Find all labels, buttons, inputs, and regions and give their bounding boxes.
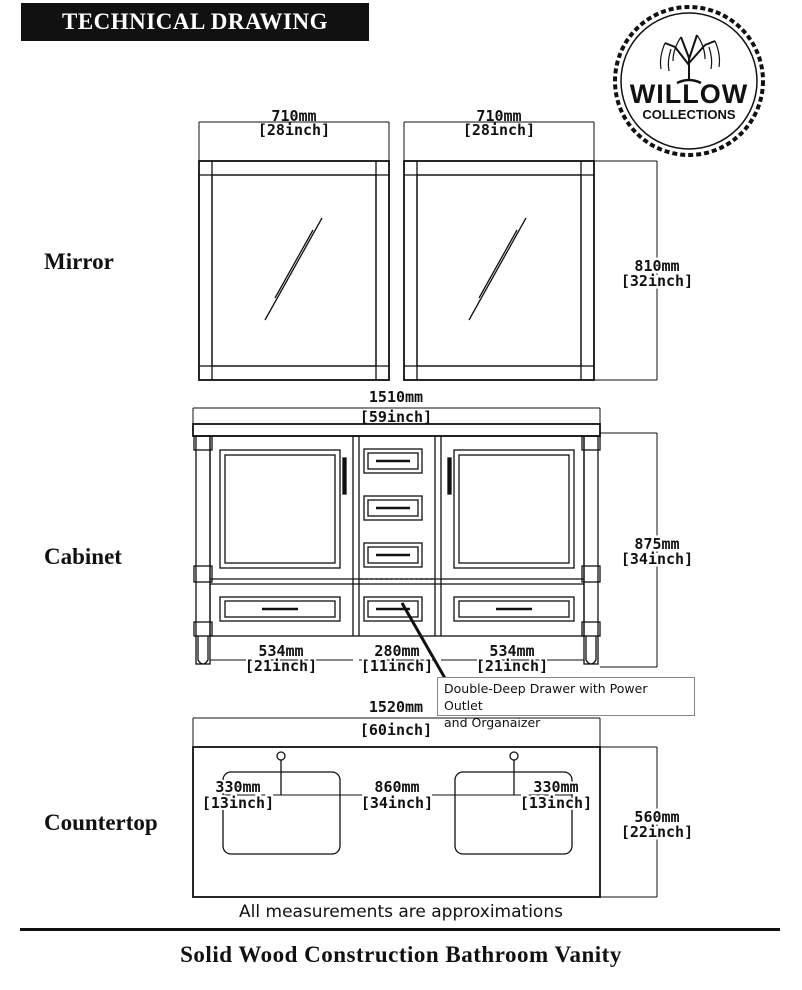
- dim-cabinet-right-in: [21inch]: [476, 657, 548, 675]
- approximation-note: All measurements are approximations: [239, 902, 563, 922]
- mirror-right: [403, 160, 595, 381]
- dim-between-mm: 860mm: [374, 778, 419, 796]
- cabinet-body: [192, 407, 601, 665]
- logo-sub: COLLECTIONS: [642, 107, 736, 122]
- label-mirror: Mirror: [44, 249, 114, 274]
- dim-cabinet-left-mm: 534mm: [258, 642, 303, 660]
- dim-sink-left-mm: 330mm: [215, 778, 260, 796]
- dim-cabinet-center-mm: 280mm: [374, 642, 419, 660]
- dim-cabinet-center-in: [11inch]: [361, 657, 433, 675]
- dim-cabinet-right-mm: 534mm: [489, 642, 534, 660]
- dim-mirror-right-mm: 710mm: [476, 107, 521, 125]
- willow-logo: WILLOW COLLECTIONS: [611, 3, 767, 159]
- label-countertop: Countertop: [44, 810, 158, 835]
- dim-mirror-left-mm: 710mm: [271, 107, 316, 125]
- footer-divider: [20, 928, 780, 931]
- dim-mirror-height-in: [32inch]: [621, 272, 693, 290]
- callout-line-2: and Organaizer: [444, 715, 541, 730]
- dim-counter-width-in: [60inch]: [360, 721, 432, 739]
- mirror-dimension-lines: [198, 121, 658, 381]
- dim-mirror-right-in: [28inch]: [463, 121, 535, 139]
- dim-cabinet-width-mm: 1510mm: [369, 388, 423, 406]
- logo-brand: WILLOW: [629, 79, 749, 109]
- dim-sink-right-in: [13inch]: [520, 794, 592, 812]
- countertop-body: [192, 717, 601, 898]
- footer-title: Solid Wood Construction Bathroom Vanity: [180, 942, 622, 967]
- dim-mirror-height-mm: 810mm: [634, 257, 679, 275]
- dim-counter-depth-mm: 560mm: [634, 808, 679, 826]
- countertop-dimension-lines: [223, 746, 658, 898]
- callout-arrow: [400, 602, 448, 681]
- dim-counter-depth-in: [22inch]: [621, 823, 693, 841]
- drawer-callout-note: Double-Deep Drawer with Power Outlet and…: [437, 677, 695, 730]
- dim-counter-width-mm: 1520mm: [369, 698, 423, 716]
- logo-emblem: [613, 5, 765, 157]
- dim-sink-left-in: [13inch]: [202, 794, 274, 812]
- dim-cabinet-height-in: [34inch]: [621, 550, 693, 568]
- mirror-left: [198, 160, 390, 381]
- cabinet-dimension-lines: [210, 432, 658, 668]
- dim-cabinet-height-mm: 875mm: [634, 535, 679, 553]
- callout-line-1: Double-Deep Drawer with Power Outlet: [444, 681, 648, 713]
- label-cabinet: Cabinet: [44, 544, 122, 569]
- tree-icon: [659, 34, 721, 85]
- dim-cabinet-left-in: [21inch]: [245, 657, 317, 675]
- dim-cabinet-width-in: [59inch]: [360, 408, 432, 426]
- dim-sink-right-mm: 330mm: [533, 778, 578, 796]
- dim-between-in: [34inch]: [361, 794, 433, 812]
- header-title: TECHNICAL DRAWING: [21, 3, 369, 41]
- dim-mirror-left-in: [28inch]: [258, 121, 330, 139]
